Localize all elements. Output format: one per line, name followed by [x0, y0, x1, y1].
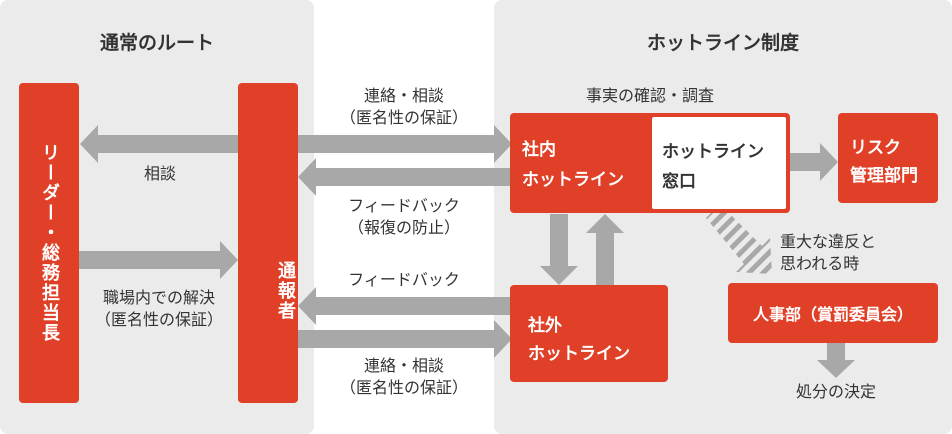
feedback-top-line2: （報復の防止）	[347, 218, 460, 237]
arrow-contact-to-external	[298, 320, 512, 358]
external-hotline-line2: ホットライン	[528, 344, 630, 364]
workplace-resolution-line1: 職場内での解決	[102, 288, 215, 307]
hotline-window-line2: 窓口	[662, 172, 696, 192]
arrow-feedback-from-external	[298, 287, 512, 325]
serious-violation-line2: 思われる時	[780, 254, 860, 273]
leader-label: リーダー・総務担当長	[39, 143, 60, 343]
normal-route-title: 通常のルート	[99, 32, 214, 54]
risk-dept-box: リスク 管理部門	[838, 113, 938, 203]
reporter-box: 通報者	[238, 83, 298, 403]
hotline-window-line1: ホットライン	[662, 142, 764, 162]
arrow-contact-to-internal	[298, 125, 512, 163]
workplace-resolution-line2: （匿名性の保証）	[94, 310, 223, 329]
arrow-hr-to-disposition	[817, 343, 855, 378]
arrow-serious-to-hr	[706, 204, 772, 274]
arrow-consult-to-leader	[80, 125, 238, 163]
hotline-window-box: ホットライン 窓口	[652, 117, 786, 209]
arrow-resolution-to-reporter	[78, 241, 238, 279]
leader-box: リーダー・総務担当長	[19, 83, 79, 403]
feedback-top-line1: フィードバック	[348, 196, 460, 215]
risk-dept-line1: リスク	[850, 138, 901, 158]
internal-hotline-line2: ホットライン	[522, 170, 624, 190]
internal-hotline-line1: 社内	[522, 140, 556, 160]
external-hotline-line1: 社外	[528, 316, 562, 336]
serious-violation-line1: 重大な違反と	[780, 232, 877, 251]
fact-check-label: 事実の確認・調査	[585, 86, 714, 105]
contact-bottom-line2: （匿名性の保証）	[339, 378, 468, 397]
contact-bottom-line1: 連絡・相談	[363, 356, 444, 375]
contact-top-line2: （匿名性の保証）	[339, 108, 468, 127]
hr-dept-box: 人事部（賞罰委員会）	[728, 283, 938, 343]
arrow-to-risk-dept	[788, 143, 838, 181]
feedback-bottom-label: フィードバック	[348, 270, 460, 289]
risk-dept-line2: 管理部門	[850, 166, 918, 186]
external-hotline-box: 社外 ホットライン	[510, 285, 668, 382]
contact-top-line1: 連絡・相談	[363, 86, 444, 105]
arrow-external-to-internal	[586, 214, 624, 285]
hr-dept-label: 人事部（賞罰委員会）	[752, 305, 913, 324]
hotline-system-title: ホットライン制度	[646, 32, 799, 54]
reporter-label: 通報者	[275, 261, 296, 321]
consult-label: 相談	[143, 164, 176, 183]
arrow-feedback-from-internal	[298, 158, 512, 196]
disposition-label: 処分の決定	[795, 382, 876, 401]
internal-hotline-box: 社内 ホットライン ホットライン 窓口	[510, 113, 790, 213]
arrow-internal-to-external	[540, 214, 578, 285]
